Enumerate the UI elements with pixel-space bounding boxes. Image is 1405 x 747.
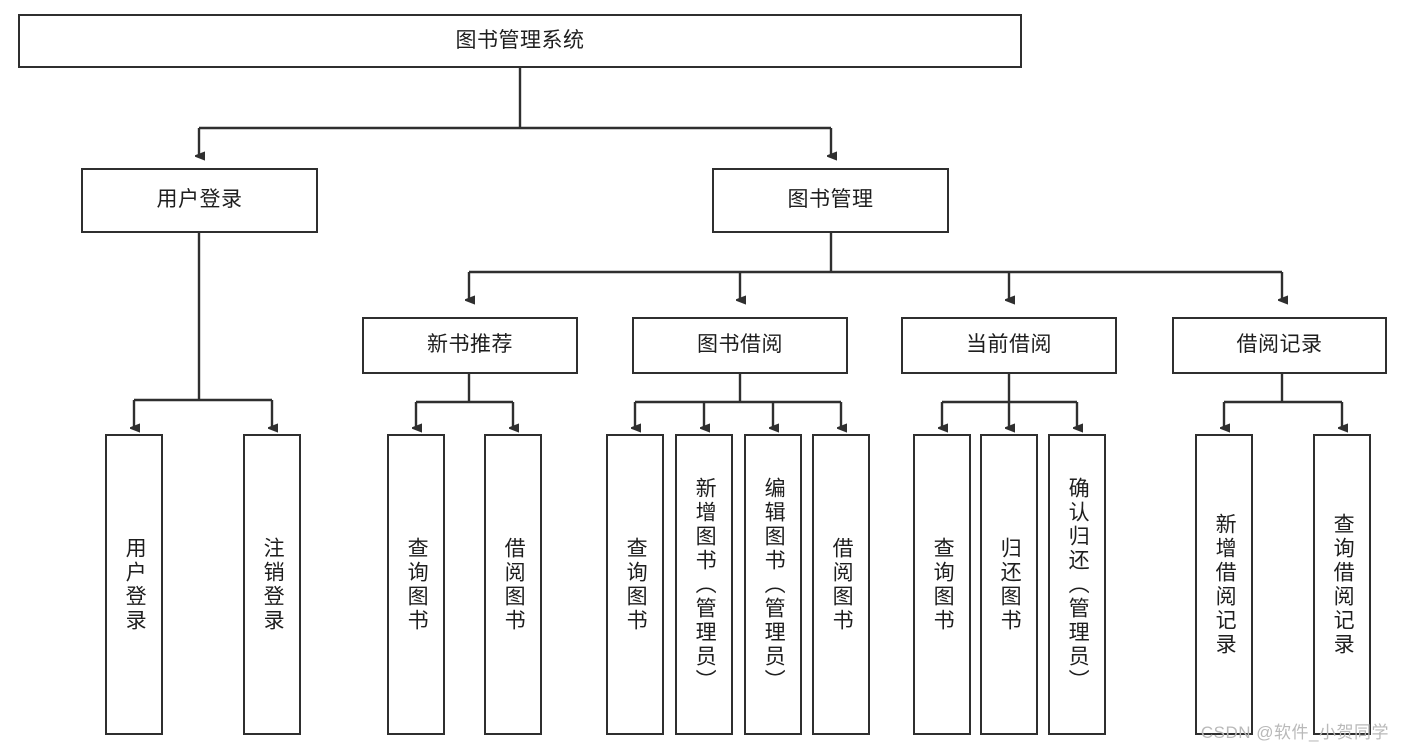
leaf-user-login-signout[interactable]: 注销登录 [243,434,301,735]
watermark: CSDN @软件_小贺同学 [1200,723,1389,742]
node-label: 新增借阅记录 [1213,513,1237,657]
node-label: 用户登录 [123,537,147,633]
node-book-management[interactable]: 图书管理 [712,168,949,233]
node-label: 编辑图书（管理员） [762,477,786,693]
leaf-record-query-record[interactable]: 查询借阅记录 [1313,434,1371,735]
leaf-record-add-record[interactable]: 新增借阅记录 [1195,434,1253,735]
node-label: 新书推荐 [427,333,513,357]
node-label: 查询图书 [931,537,955,633]
leaf-recommend-borrow-book[interactable]: 借阅图书 [484,434,542,735]
node-book-borrow[interactable]: 图书借阅 [632,317,848,374]
node-label: 查询图书 [624,537,648,633]
node-label: 确认归还（管理员） [1066,477,1090,693]
node-label: 新增图书（管理员） [693,477,717,693]
node-user-login[interactable]: 用户登录 [81,168,318,233]
node-root-system[interactable]: 图书管理系统 [18,14,1022,68]
node-label: 借阅图书 [830,537,854,633]
leaf-user-login-signin[interactable]: 用户登录 [105,434,163,735]
leaf-current-query-book[interactable]: 查询图书 [913,434,971,735]
leaf-recommend-query-book[interactable]: 查询图书 [387,434,445,735]
leaf-current-confirm-return-admin[interactable]: 确认归还（管理员） [1048,434,1106,735]
leaf-borrow-add-book-admin[interactable]: 新增图书（管理员） [675,434,733,735]
leaf-current-return-book[interactable]: 归还图书 [980,434,1038,735]
node-current-borrow[interactable]: 当前借阅 [901,317,1117,374]
node-label: 查询图书 [405,537,429,633]
leaf-borrow-borrow-book[interactable]: 借阅图书 [812,434,870,735]
node-label: 图书借阅 [697,333,783,357]
node-label: 图书管理系统 [455,28,585,52]
node-label: 借阅记录 [1236,333,1323,357]
node-new-book-recommend[interactable]: 新书推荐 [362,317,578,374]
leaf-borrow-edit-book-admin[interactable]: 编辑图书（管理员） [744,434,802,735]
node-borrow-record[interactable]: 借阅记录 [1172,317,1387,374]
node-label: 注销登录 [261,537,285,633]
node-label: 借阅图书 [502,537,526,633]
node-label: 当前借阅 [966,333,1052,357]
node-label: 查询借阅记录 [1331,513,1355,657]
node-label: 归还图书 [998,537,1022,633]
node-label: 图书管理 [787,188,874,212]
node-label: 用户登录 [156,188,243,212]
leaf-borrow-query-book[interactable]: 查询图书 [606,434,664,735]
